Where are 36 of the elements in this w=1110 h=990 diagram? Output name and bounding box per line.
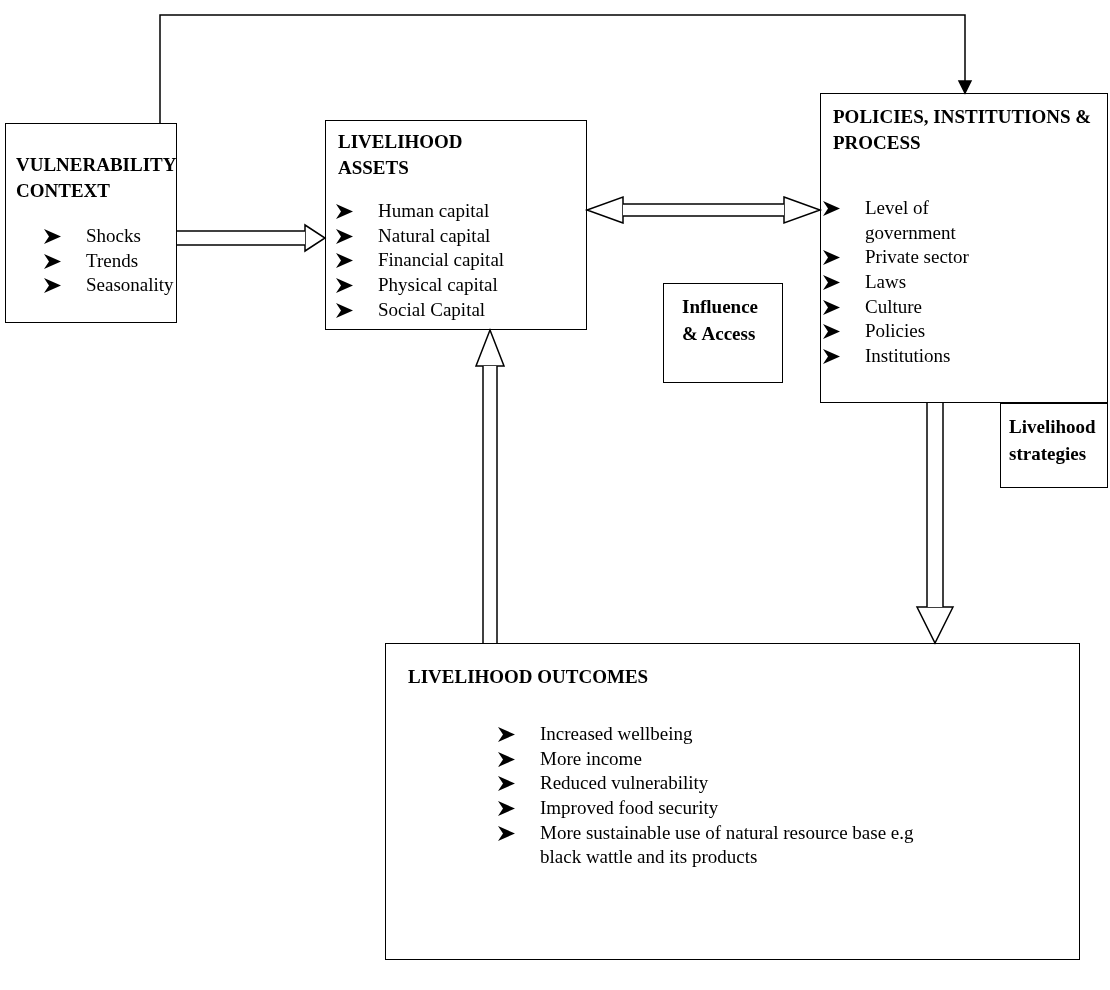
list-item: Laws (865, 270, 907, 295)
process-box (1000, 403, 1108, 488)
list-item: Seasonality (86, 273, 174, 298)
list-item: Physical capital (378, 273, 498, 298)
process-box (5, 123, 177, 323)
block-arrow (177, 224, 326, 252)
list-item: Increased wellbeing (540, 722, 693, 746)
list-item: Natural capital (378, 223, 491, 248)
list-item: Policies (865, 319, 926, 344)
list-item: More sustainable use of natural resource base e.g black wattle and its products (540, 820, 915, 870)
arrow (159, 14, 972, 124)
list-item: Private sector (865, 245, 969, 270)
list-item: Financial capital (378, 248, 505, 273)
list-item: Institutions (865, 344, 951, 369)
box-heading: LIVELIHOOD ASSETS (338, 130, 464, 180)
double-block-arrow (586, 196, 821, 224)
list-item: More income (540, 746, 642, 771)
box-label: Livelihood strategies (1009, 415, 1097, 466)
box-label: Influence & Access (682, 295, 759, 346)
list-item: Trends (86, 248, 139, 273)
list-item: Human capital (378, 199, 490, 223)
list-item: Social Capital (378, 297, 486, 322)
block-arrow (475, 329, 505, 643)
list-item: Shocks (86, 224, 141, 248)
process-box (325, 120, 587, 330)
process-box (820, 93, 1108, 403)
block-arrow (916, 403, 954, 644)
list-item: Level of government (865, 196, 957, 245)
box-heading: LIVELIHOOD OUTCOMES (408, 665, 650, 689)
box-heading: VULNERABILITY CONTEXT (16, 153, 176, 203)
process-box (385, 643, 1080, 960)
list-item: Culture (865, 294, 922, 319)
list-item: Reduced vulnerability (540, 771, 709, 796)
process-box (663, 283, 783, 383)
list-item: Improved food security (540, 796, 719, 821)
box-heading: POLICIES, INSTITUTIONS & PROCESS (833, 105, 1093, 155)
